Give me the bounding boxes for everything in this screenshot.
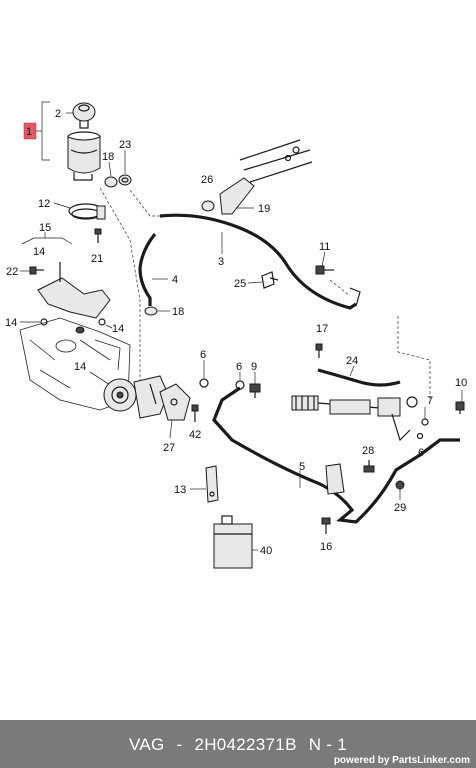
label-6b[interactable]: 6 <box>236 361 242 373</box>
label-3[interactable]: 3 <box>218 256 224 268</box>
part-1-highlight[interactable] <box>23 122 37 140</box>
label-14c[interactable]: 14 <box>112 323 124 335</box>
steering-rack[interactable] <box>291 395 418 442</box>
bolt-21[interactable] <box>94 228 102 243</box>
brand-label: VAG <box>128 735 165 754</box>
hose-clamp-18a[interactable] <box>104 176 118 188</box>
reservoir-bracket[interactable] <box>68 203 106 220</box>
seal-ring-6a[interactable] <box>199 378 209 388</box>
label-24[interactable]: 24 <box>346 355 358 367</box>
label-26[interactable]: 26 <box>201 174 213 186</box>
label-18a[interactable]: 18 <box>102 151 114 163</box>
power-steering-pump[interactable] <box>103 375 169 419</box>
label-14b[interactable]: 14 <box>5 317 17 329</box>
part-number: 2H0422371B <box>194 735 297 754</box>
parts-diagram: 1 2 18 23 12 21 15 14 22 <box>5 101 467 569</box>
label-25[interactable]: 25 <box>234 278 246 290</box>
label-16[interactable]: 16 <box>320 541 332 553</box>
reservoir-cap[interactable] <box>72 102 96 129</box>
label-2[interactable]: 2 <box>55 108 61 120</box>
mounting-bracket[interactable] <box>37 262 111 326</box>
bolt-22[interactable] <box>29 266 44 275</box>
grommet-26[interactable] <box>201 200 215 212</box>
label-19[interactable]: 19 <box>258 203 270 215</box>
label-1[interactable]: 1 <box>26 126 32 138</box>
bolt-16[interactable] <box>321 517 331 534</box>
label-42[interactable]: 42 <box>189 429 201 441</box>
label-28[interactable]: 28 <box>362 445 374 457</box>
label-7[interactable]: 7 <box>427 395 433 407</box>
label-29[interactable]: 29 <box>394 502 406 514</box>
seal-ring-7[interactable] <box>421 418 429 426</box>
bolt-17[interactable] <box>315 343 323 358</box>
seal-ring-6b[interactable] <box>235 380 245 390</box>
label-15[interactable]: 15 <box>39 222 51 234</box>
hose-clamp-18b[interactable] <box>144 306 158 316</box>
label-17[interactable]: 17 <box>316 323 328 335</box>
pipe-bracket-13[interactable] <box>205 465 219 503</box>
hydraulic-fluid-can[interactable] <box>213 515 253 569</box>
label-9[interactable]: 9 <box>251 361 257 373</box>
seal-ring-6c[interactable] <box>416 432 424 440</box>
label-40[interactable]: 40 <box>260 545 272 557</box>
pipe-clip-25[interactable] <box>261 271 279 289</box>
bolt-11[interactable] <box>315 265 334 275</box>
powered-by-link[interactable]: powered by PartsLinker.com <box>333 755 470 766</box>
label-10[interactable]: 10 <box>455 377 467 389</box>
bolt-42[interactable] <box>191 404 199 422</box>
label-6a[interactable]: 6 <box>200 349 206 361</box>
bolt-10[interactable] <box>455 401 465 414</box>
group-bracket <box>41 101 50 161</box>
label-13[interactable]: 13 <box>174 484 186 496</box>
bolt-9[interactable] <box>249 383 261 398</box>
pressure-pipe[interactable] <box>212 386 460 524</box>
label-5[interactable]: 5 <box>299 461 305 473</box>
reservoir[interactable] <box>67 131 101 181</box>
return-pipe[interactable] <box>159 213 357 310</box>
suction-hose[interactable] <box>138 232 157 306</box>
label-22[interactable]: 22 <box>6 266 18 278</box>
label-27[interactable]: 27 <box>163 442 175 454</box>
pipe-bracket-mid[interactable] <box>325 463 345 495</box>
pipe-24[interactable] <box>317 368 401 387</box>
label-4[interactable]: 4 <box>172 274 178 286</box>
nut-29[interactable] <box>395 480 405 490</box>
label-12[interactable]: 12 <box>38 198 50 210</box>
label-11[interactable]: 11 <box>319 241 330 253</box>
label-21[interactable]: 21 <box>91 253 103 265</box>
label-14a[interactable]: 14 <box>33 246 45 258</box>
frame-bracket[interactable] <box>219 139 313 215</box>
label-18b[interactable]: 18 <box>172 306 184 318</box>
hose-clamp-23[interactable] <box>118 174 132 186</box>
pipe-fitting-28[interactable] <box>363 460 375 473</box>
label-23[interactable]: 23 <box>119 139 131 151</box>
label-14d[interactable]: 14 <box>74 361 86 373</box>
pump-bracket-27[interactable] <box>159 383 191 421</box>
position-label: N - 1 <box>308 735 348 754</box>
